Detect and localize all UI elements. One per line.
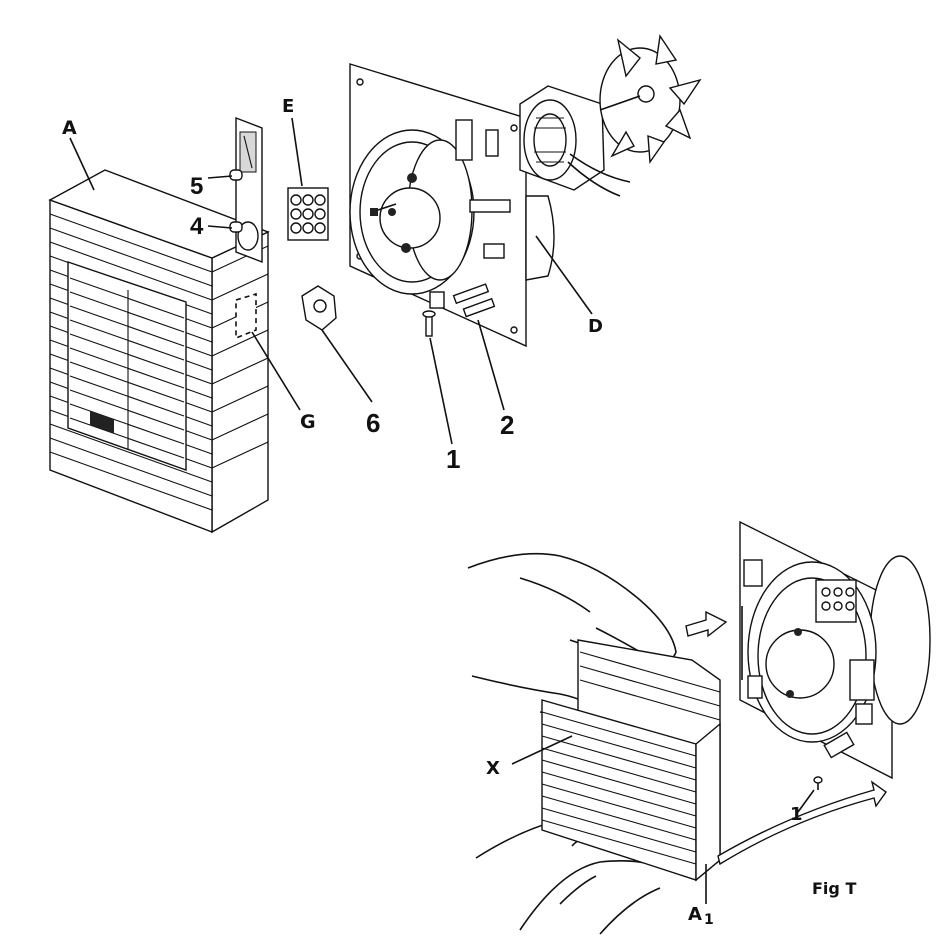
cord-clamp-6 [302,286,336,330]
duct-d [526,196,554,280]
label-1: 1 [446,444,460,474]
impeller [600,36,700,162]
right-arrow-icon [686,612,726,636]
fan-unit-assembled [740,522,930,778]
label-g: G [300,411,316,433]
label-1b: 1 [790,804,803,825]
leader-6 [322,330,372,402]
leader-5 [208,176,232,178]
label-x: X [486,758,500,779]
label-a1-sub: 1 [704,912,714,928]
grille-a1 [542,640,720,880]
leader-1 [430,338,452,444]
figure-caption: Fig T [812,879,856,898]
label-a: A [62,117,77,139]
label-d: D [588,316,603,337]
label-6: 6 [366,408,380,438]
label-2: 2 [500,410,514,440]
screw-1-small [814,777,822,790]
terminal-block-e [288,188,328,240]
screw-1 [423,311,435,336]
label-4: 4 [190,213,204,240]
label-5: 5 [190,173,203,200]
leader-e [292,118,302,186]
label-a1: A [688,904,702,925]
back-plate-2 [350,64,526,346]
label-e: E [282,96,294,117]
